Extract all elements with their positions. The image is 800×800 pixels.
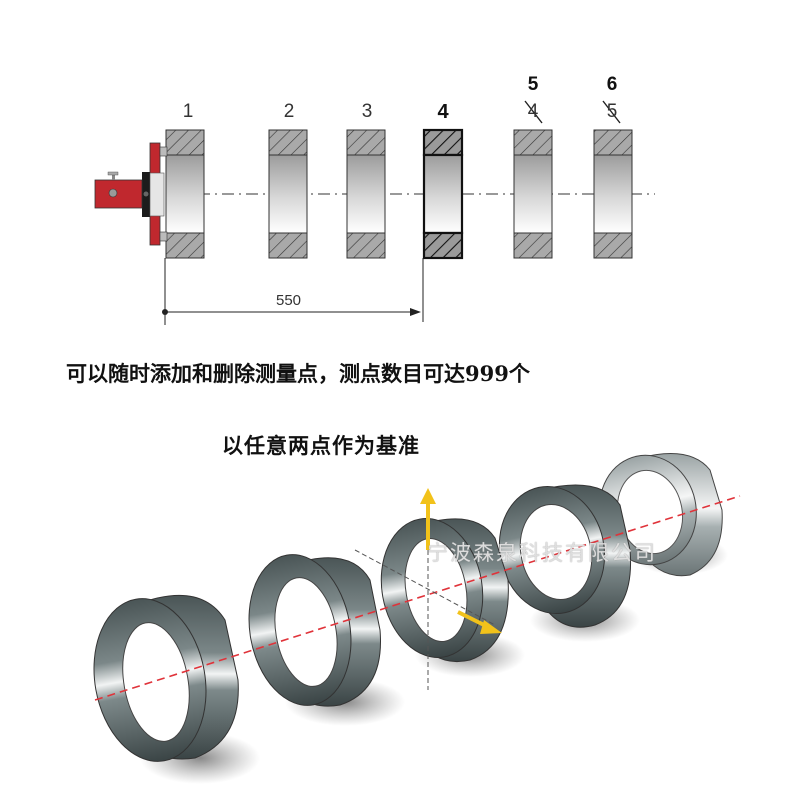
ring-3d-5 <box>599 453 728 577</box>
ring-section-3 <box>346 129 386 259</box>
strike-mark <box>602 100 621 124</box>
rings-3d-illustration <box>93 453 741 784</box>
position-label-6-old: 5 <box>606 101 618 122</box>
vertical-arrow-icon <box>420 488 436 550</box>
watermark: 宁波森泉科技有限公司 <box>427 541 657 565</box>
dimension-arrow-icon <box>410 308 421 316</box>
ring-3d-2 <box>248 554 405 726</box>
position-label-1: 1 <box>182 101 194 122</box>
ring-section-2 <box>268 129 308 259</box>
horizontal-arrow-icon <box>457 610 502 634</box>
ring-section-4-reference <box>422 128 464 260</box>
horizontal-reference-line <box>354 549 496 626</box>
caption-reference-points: 以任意两点作为基准 <box>222 433 420 458</box>
laser-fixture <box>94 142 168 246</box>
caption-add-delete-points: 可以随时添加和删除测量点，测点数目可达999个 <box>66 361 530 386</box>
ring-3d-1 <box>93 594 260 784</box>
position-label-2: 2 <box>283 101 295 122</box>
ring-section-6 <box>593 129 633 259</box>
ring-section-1 <box>165 129 205 259</box>
ring-alignment-schematic <box>94 100 655 325</box>
dimension-value: 550 <box>276 292 302 309</box>
strike-mark <box>524 100 543 124</box>
position-label-6-new: 6 <box>606 74 618 95</box>
position-label-5-old: 4 <box>527 101 539 122</box>
alignment-axis-line <box>94 495 741 701</box>
ring-section-5 <box>513 129 553 259</box>
position-label-4-reference: 4 <box>437 101 449 123</box>
ring-3d-4 <box>498 484 640 642</box>
position-label-5-new: 5 <box>527 74 539 95</box>
position-label-3: 3 <box>361 101 373 122</box>
ring-3d-3-reference <box>380 518 525 677</box>
